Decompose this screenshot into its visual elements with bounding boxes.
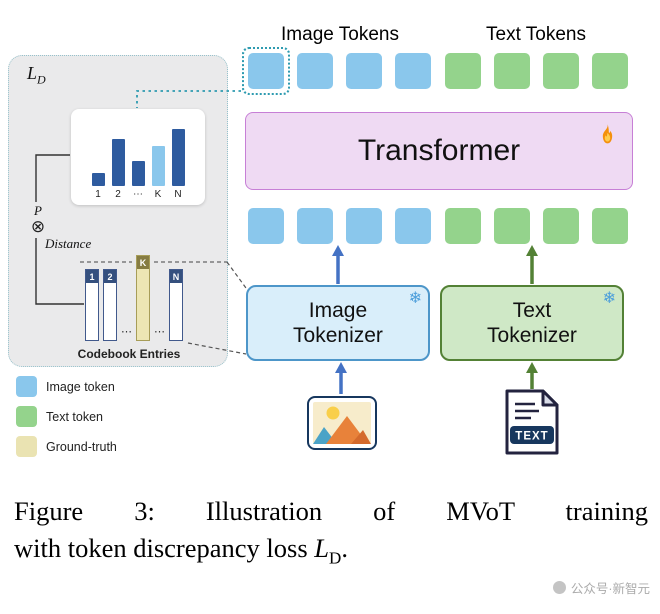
watermark: 公众号·新智元 — [552, 578, 650, 597]
highlighted-token-outline — [242, 47, 290, 95]
chart-axis-label: 2 — [115, 189, 121, 200]
text-token — [542, 208, 579, 244]
text-tokenizer-line2: Tokenizer — [487, 324, 577, 347]
legend-label: Image token — [46, 379, 115, 394]
caption-period: . — [341, 533, 348, 563]
caption-loss-subscript: D — [329, 548, 342, 568]
watermark-text: 公众号·新智元 — [570, 582, 650, 596]
codebook-ellipsis: ⋯ — [154, 326, 165, 338]
watermark-logo-icon — [552, 581, 566, 594]
token-row-top — [248, 53, 628, 89]
p-symbol: P — [34, 203, 42, 218]
legend-label: Text token — [46, 409, 103, 424]
chart-bar — [151, 146, 165, 186]
codebook-entry-index: 1 — [86, 270, 98, 283]
text-token — [493, 53, 530, 89]
image-tokenizer-line2: Tokenizer — [293, 324, 383, 347]
text-tokenizer-label: Text Tokenizer — [487, 298, 577, 348]
loss-symbol: LD — [27, 63, 46, 88]
text-file-icon: TEXT — [501, 388, 563, 456]
caption-loss-symbol: L — [314, 533, 330, 563]
image-token — [297, 53, 334, 89]
image-token — [297, 208, 334, 244]
text-tokenizer-block: Text Tokenizer ❄ — [440, 285, 624, 361]
image-token — [346, 53, 383, 89]
codebook-title: Codebook Entries — [77, 347, 181, 361]
codebook-entry: K — [136, 255, 150, 341]
chart-axis-label: K — [154, 189, 162, 200]
token-row-bottom — [248, 208, 628, 244]
chart-bar — [131, 161, 145, 186]
probability-bar-chart: 1 2 ⋯ K N — [71, 109, 205, 205]
image-token — [346, 208, 383, 244]
legend-swatch — [16, 406, 37, 427]
transformer-label: Transformer — [357, 134, 521, 167]
chart-axis-label: 1 — [95, 189, 101, 200]
text-token — [493, 208, 530, 244]
chart-bar — [111, 139, 125, 186]
legend-item: Text token — [16, 406, 117, 427]
image-token — [395, 208, 432, 244]
legend-label: Ground-truth — [46, 439, 117, 454]
loss-letter: L — [27, 63, 38, 83]
codebook-wedge-line-top — [226, 261, 247, 289]
transformer-block: Transformer — [245, 112, 633, 190]
image-tokenizer-label: Image Tokenizer — [293, 298, 383, 348]
legend-item: Image token — [16, 376, 117, 397]
codebook-entry: N — [169, 269, 183, 341]
image-tokenizer-up-arrow — [332, 245, 344, 284]
codebook-entry: 1 — [85, 269, 99, 341]
figure-caption: Figure 3: Illustration of MVoT training … — [14, 496, 648, 568]
codebook-ellipsis: ⋯ — [121, 326, 132, 338]
image-token — [248, 53, 284, 89]
chart-bar — [91, 173, 105, 186]
text-token — [444, 208, 481, 244]
flame-icon — [595, 123, 620, 148]
text-tokens-label: Text Tokens — [486, 24, 586, 45]
text-token — [542, 53, 579, 89]
caption-line2: with token discrepancy loss LD. — [14, 533, 648, 568]
codebook-entry-index: N — [170, 270, 182, 283]
text-token — [591, 53, 628, 89]
image-token — [395, 53, 432, 89]
codebook-entry: 2 — [103, 269, 117, 341]
chart-bar — [171, 129, 185, 186]
otimes-icon: ⊗ — [30, 217, 46, 236]
text-input-arrow — [526, 362, 538, 389]
legend-swatch — [16, 436, 37, 457]
loss-subscript: D — [37, 72, 46, 87]
chart-axis-label: ⋯ — [133, 189, 143, 200]
codebook-entry-index: K — [137, 256, 149, 269]
caption-line1: Figure 3: Illustration of MVoT training — [14, 496, 648, 526]
text-token — [444, 53, 481, 89]
caption-line2-text: with token discrepancy loss — [14, 533, 315, 563]
image-token — [248, 208, 284, 244]
codebook-entry-index: 2 — [104, 270, 116, 283]
snowflake-icon: ❄ — [408, 290, 422, 307]
legend-swatch — [16, 376, 37, 397]
image-tokenizer-line1: Image — [308, 298, 368, 322]
chart-bars — [81, 119, 195, 186]
text-tokenizer-up-arrow — [526, 245, 538, 284]
image-file-icon — [307, 396, 377, 450]
text-file-label: TEXT — [515, 431, 548, 443]
text-token — [591, 208, 628, 244]
distance-label: Distance — [45, 236, 92, 251]
chart-axis-labels: 1 2 ⋯ K N — [81, 189, 195, 200]
image-tokenizer-block: Image Tokenizer ❄ — [246, 285, 430, 361]
chart-axis-label: N — [174, 189, 182, 200]
image-input-arrow — [335, 362, 347, 394]
image-tokens-label: Image Tokens — [281, 24, 399, 45]
text-tokenizer-line1: Text — [512, 298, 552, 322]
snowflake-icon: ❄ — [602, 290, 616, 307]
legend-item: Ground-truth — [16, 436, 117, 457]
